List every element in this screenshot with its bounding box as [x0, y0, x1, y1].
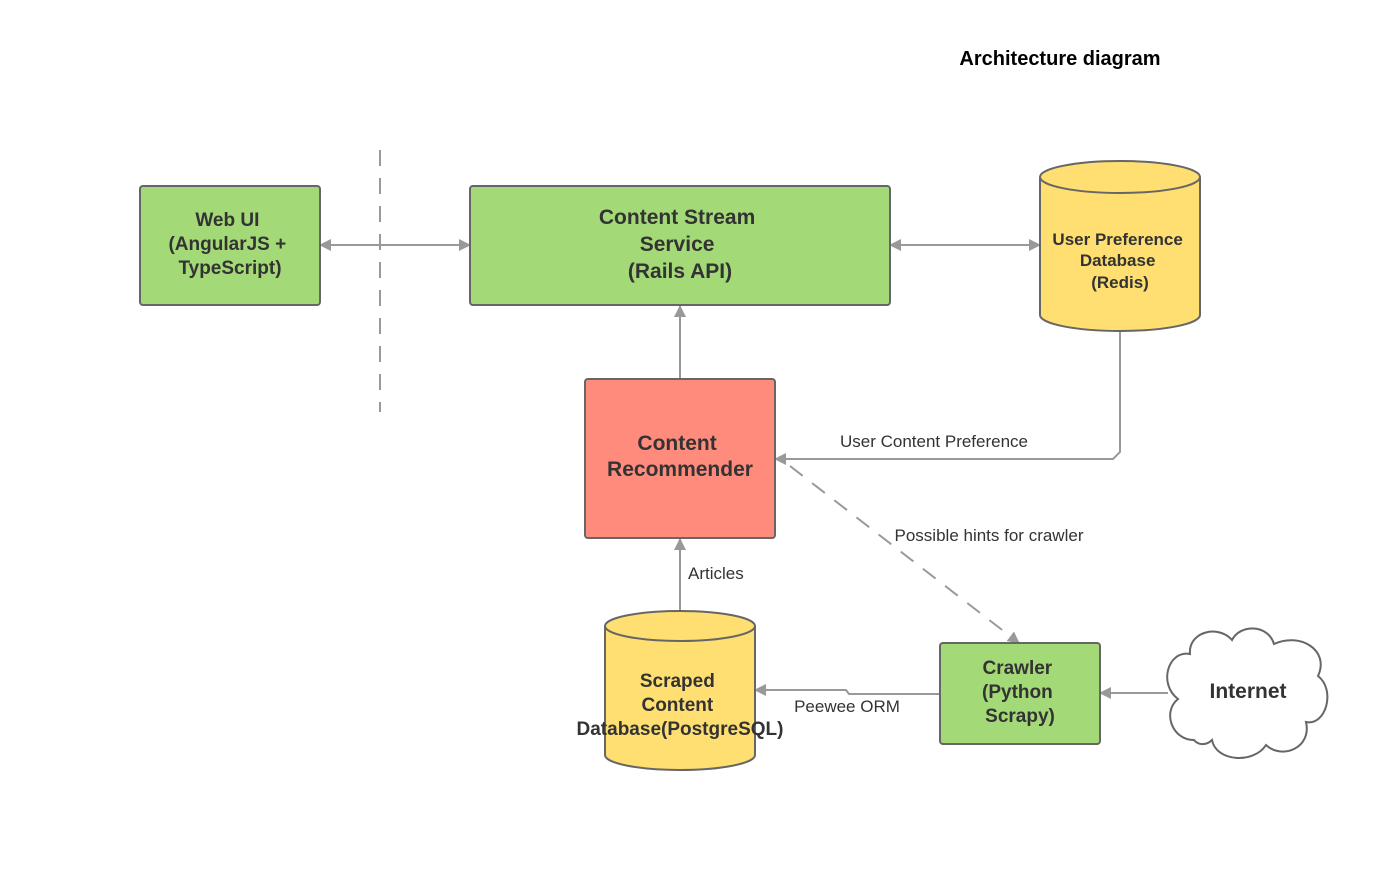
svg-text:Web UI (AngularJS +: Web UI (AngularJS + TypeScript) — [168, 210, 291, 279]
edge-userpref-recommender — [774, 332, 1121, 465]
web-ui-line-3: TypeScript) — [178, 258, 281, 279]
edge-label-peewee-orm: Peewee ORM — [794, 697, 900, 716]
edge-label-articles: Articles — [688, 564, 744, 583]
web-ui-line-1: Web UI — [195, 210, 259, 231]
content-stream-line-2: Service — [640, 233, 715, 256]
node-content-stream-service: Content Stream Service (Rails API) — [469, 185, 891, 306]
recommender-line-2: Recommender — [607, 458, 753, 481]
recommender-line-1: Content — [637, 432, 716, 455]
crawler-line-3: Scrapy) — [985, 706, 1055, 727]
crawler-line-1: Crawler — [983, 658, 1053, 679]
internet-label: Internet — [1209, 680, 1286, 703]
cloud-icon — [1166, 627, 1329, 759]
edge-crawler-scraped — [754, 684, 940, 696]
web-ui-line-2: (AngularJS + — [168, 234, 286, 255]
diagram-title: Architecture diagram — [959, 48, 1160, 70]
edge-label-user-content-preference: User Content Preference — [840, 432, 1028, 451]
node-user-preference-database: User Preference Database (Redis) — [1039, 160, 1201, 332]
content-stream-line-1: Content Stream — [599, 206, 755, 229]
svg-text:Content Recommender: Content Recommender — [607, 432, 753, 481]
content-stream-line-3: (Rails API) — [628, 260, 732, 283]
edge-label-possible-hints: Possible hints for crawler — [895, 526, 1084, 545]
user-pref-line-3: (Redis) — [1091, 273, 1149, 292]
svg-text:Scraped Content Da: Scraped Content Database(PostgreSQL) — [577, 671, 784, 740]
scraped-line-2: Content — [641, 695, 713, 716]
user-pref-line-2: Database — [1080, 251, 1156, 270]
node-internet-cloud: Internet — [1166, 627, 1329, 759]
node-scraped-content-database: Scraped Content Database(PostgreSQL) — [577, 610, 784, 771]
node-web-ui: Web UI (AngularJS + TypeScript) — [139, 185, 321, 306]
svg-text:Crawler (Python Sc: Crawler (Python Scrapy) — [982, 658, 1058, 727]
scraped-line-3: Database(PostgreSQL) — [577, 719, 784, 740]
scraped-line-1: Scraped — [640, 671, 715, 692]
svg-text:Content Stream Service: Content Stream Service (Rails API) — [599, 206, 761, 283]
edge-recommender-crawler — [789, 465, 1020, 644]
crawler-line-2: (Python — [982, 682, 1053, 703]
node-content-recommender: Content Recommender — [584, 378, 776, 539]
svg-text:User Preference Database: User Preference Database (Redis) — [1052, 230, 1187, 292]
user-pref-line-1: User Preference — [1052, 230, 1182, 249]
node-crawler: Crawler (Python Scrapy) — [939, 642, 1101, 745]
